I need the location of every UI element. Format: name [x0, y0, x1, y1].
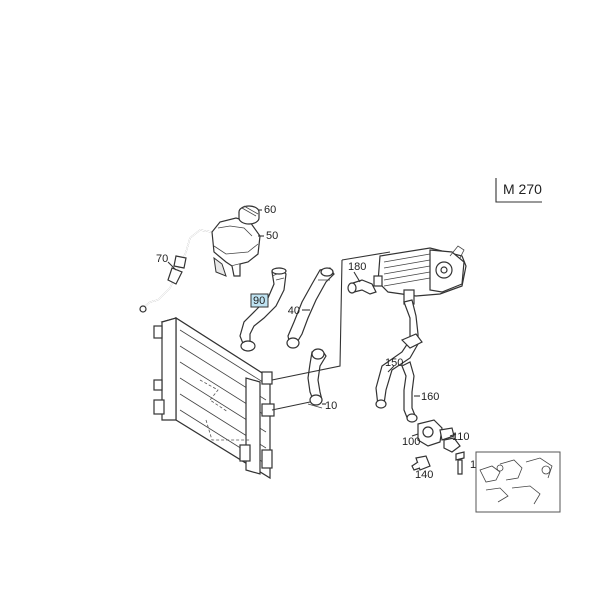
water-pump-100[interactable] — [417, 419, 455, 447]
label-50: 50 — [266, 230, 278, 242]
label-160: 160 — [421, 391, 439, 403]
cap-60[interactable] — [238, 205, 260, 225]
overflow-hose-70[interactable] — [139, 229, 213, 313]
label-40: 40 — [288, 305, 300, 317]
label-120: 1 — [470, 459, 476, 471]
hose-90[interactable] — [239, 267, 287, 352]
hose-160[interactable] — [401, 361, 418, 423]
label-90-box: 90 — [250, 293, 269, 308]
label-180: 180 — [348, 261, 366, 273]
hose-150[interactable] — [375, 299, 423, 409]
model-code: M 270 — [503, 181, 542, 197]
bracket-110[interactable] — [443, 437, 461, 453]
inset-detail[interactable] — [475, 451, 561, 513]
sensor-140[interactable] — [411, 455, 431, 471]
label-10: 10 — [325, 400, 337, 412]
model-code-box: M 270 — [495, 178, 542, 203]
radiator[interactable] — [153, 316, 275, 480]
label-110: 110 — [452, 431, 470, 443]
label-100: 100 — [402, 436, 420, 448]
bolt-120[interactable] — [455, 451, 465, 475]
oil-cooler-assembly[interactable] — [373, 245, 467, 305]
hose-40[interactable] — [286, 267, 335, 349]
hose-180[interactable] — [347, 271, 377, 295]
label-60: 60 — [264, 204, 276, 216]
label-90: 90 — [253, 295, 265, 307]
label-70: 70 — [156, 253, 168, 265]
label-140: 140 — [415, 469, 433, 481]
hose-10[interactable] — [307, 348, 327, 409]
label-150: 150 — [385, 357, 403, 369]
expansion-tank-50[interactable] — [211, 217, 261, 277]
